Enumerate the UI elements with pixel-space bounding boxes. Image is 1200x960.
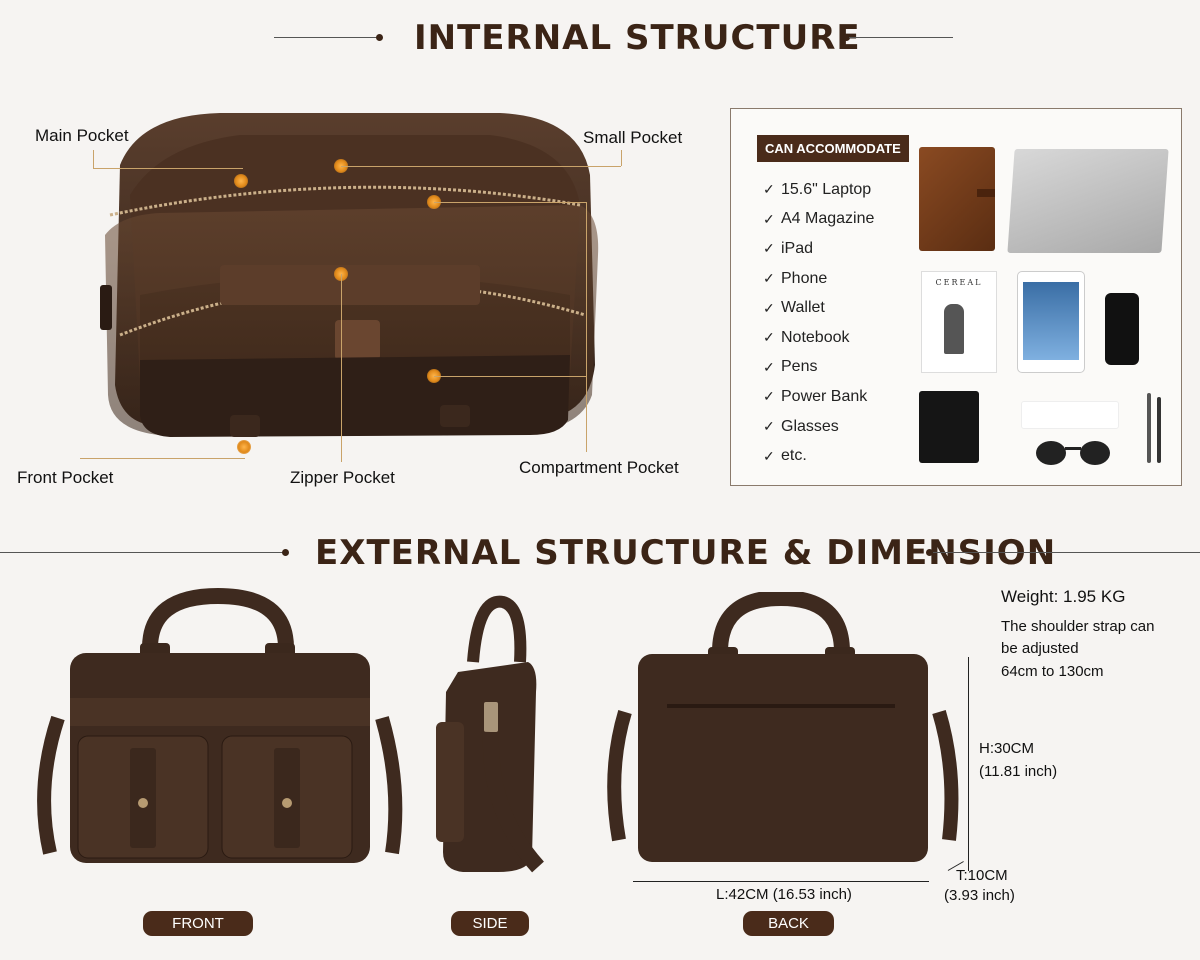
title-dot-left (282, 549, 289, 556)
title-rule-right (933, 552, 1200, 553)
main-pocket-label: Main Pocket (35, 126, 129, 145)
title-dot-right (843, 34, 850, 41)
list-item: ✓etc. (763, 447, 807, 465)
list-item: ✓iPad (763, 239, 814, 257)
side-view-label: SIDE (451, 911, 529, 936)
wallet-image (919, 391, 979, 463)
pen-image (1157, 397, 1161, 463)
power-bank-image (1021, 401, 1119, 429)
strap-text-1: The shoulder strap can (1001, 618, 1155, 635)
front-view-label: FRONT (143, 911, 253, 936)
title-rule-right (849, 37, 953, 38)
thickness-inch-text: (3.93 inch) (944, 887, 1015, 904)
compartment-pocket-label: Compartment Pocket (519, 458, 679, 477)
list-item: ✓Phone (763, 269, 828, 287)
compartment-leader-h (434, 202, 586, 203)
pen-image (1147, 393, 1151, 463)
strap-text-2: be adjusted (1001, 640, 1079, 657)
title-dot-left (376, 34, 383, 41)
back-view-label: BACK (743, 911, 834, 936)
strap-text-3: 64cm to 130cm (1001, 663, 1104, 680)
check-icon: ✓ (763, 270, 775, 287)
accommodate-tag: CAN ACCOMMODATE (757, 135, 909, 162)
check-icon: ✓ (763, 447, 775, 464)
magazine-image: CEREAL (921, 271, 997, 373)
main-pocket-leader-v (93, 150, 94, 168)
check-icon: ✓ (763, 388, 775, 405)
zipper-pocket-label: Zipper Pocket (290, 468, 395, 487)
side-view-image (436, 595, 544, 873)
list-item: ✓15.6" Laptop (763, 180, 872, 198)
list-item: ✓Notebook (763, 328, 850, 346)
main-pocket-leader (93, 168, 243, 169)
thickness-text: T:10CM (956, 867, 1008, 884)
front-pocket-leader (80, 458, 245, 459)
internal-structure-title: INTERNAL STRUCTURE (414, 18, 861, 58)
height-dimension-line (968, 657, 969, 871)
open-bag-image (100, 113, 599, 437)
title-rule-left (274, 37, 378, 38)
check-icon: ✓ (763, 358, 775, 375)
compartment-leader-v (586, 202, 587, 452)
check-icon: ✓ (763, 418, 775, 435)
list-item: ✓Pens (763, 358, 818, 376)
title-dot-right (926, 549, 933, 556)
inner-pocket-leader (434, 376, 586, 377)
list-item: ✓Glasses (763, 417, 839, 435)
front-pocket-label: Front Pocket (17, 468, 114, 487)
check-icon: ✓ (763, 299, 775, 316)
check-icon: ✓ (763, 240, 775, 257)
length-text: L:42CM (16.53 inch) (716, 886, 852, 903)
main-pocket-pin (234, 174, 248, 188)
ipad-image (1017, 271, 1085, 373)
small-pocket-leader-v (621, 150, 622, 166)
front-pocket-pin (237, 440, 251, 454)
height-text: H:30CM (979, 740, 1035, 757)
check-icon: ✓ (763, 210, 775, 227)
height-inch-text: (11.81 inch) (979, 763, 1058, 780)
check-icon: ✓ (763, 181, 775, 198)
laptop-image (1007, 149, 1169, 253)
small-pocket-leader (341, 166, 621, 167)
weight-text: Weight: 1.95 KG (1001, 587, 1126, 606)
check-icon: ✓ (763, 329, 775, 346)
back-view-image (607, 592, 959, 862)
phone-image (1105, 293, 1139, 365)
list-item: ✓Power Bank (763, 387, 868, 405)
small-pocket-label: Small Pocket (583, 128, 683, 147)
front-view-image (37, 588, 403, 863)
list-item: ✓A4 Magazine (763, 210, 875, 228)
length-dimension-line (633, 881, 929, 882)
glasses-image (1036, 441, 1110, 465)
accommodate-box: CAN ACCOMMODATE ✓15.6" Laptop ✓A4 Magazi… (730, 108, 1182, 486)
external-structure-title: EXTERNAL STRUCTURE & DIMENSION (315, 533, 1057, 573)
list-item: ✓Wallet (763, 299, 825, 317)
title-rule-left (0, 552, 285, 553)
notebook-image (919, 147, 995, 251)
zipper-pocket-leader (341, 274, 342, 462)
accommodate-list: ✓15.6" Laptop ✓A4 Magazine ✓iPad ✓Phone … (763, 175, 923, 471)
